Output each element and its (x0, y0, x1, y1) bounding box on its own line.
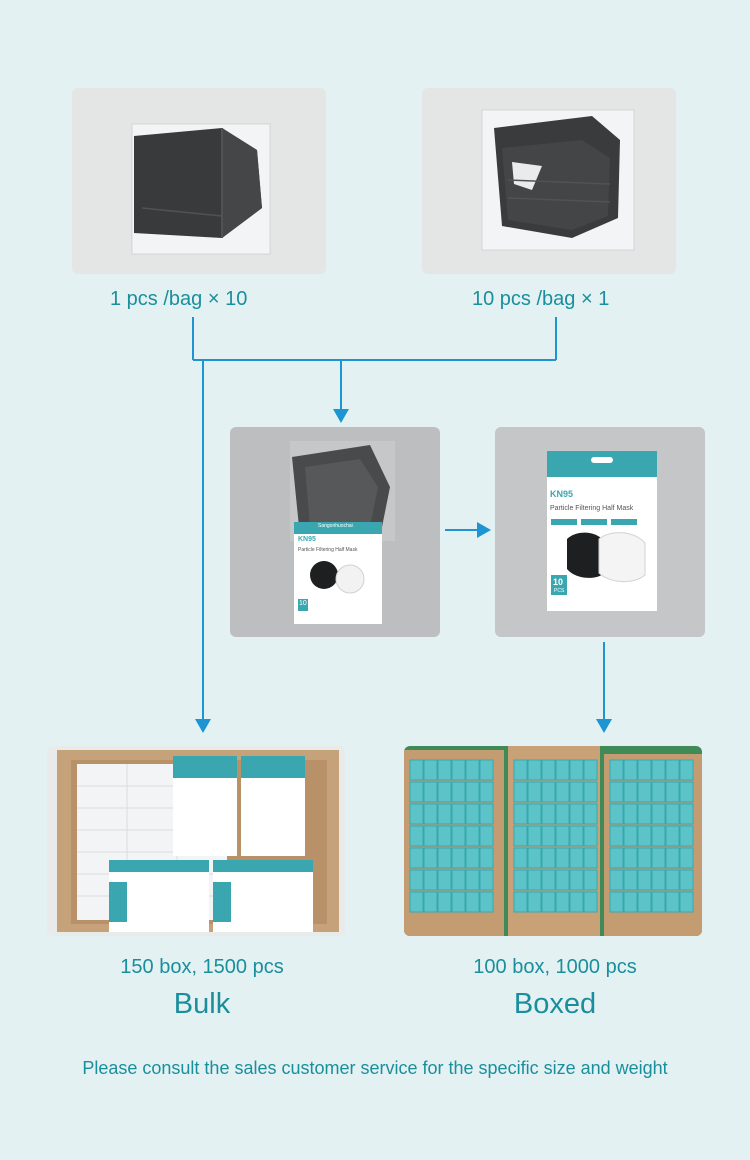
boxed-title: Boxed (513, 988, 597, 1020)
retail-box-photo: Sangonhuochai KN95 Particle Filtering Ha… (495, 427, 705, 637)
bag-with-box-photo: Sangonhuochai KN95 Particle Filtering Ha… (230, 427, 440, 637)
arrow-down-to-boxed-icon (596, 719, 612, 733)
arrow-right-icon (477, 522, 491, 538)
boxed-cartons-photo (404, 746, 702, 936)
bulk-carton-photo (47, 746, 345, 936)
retail-box-product: Particle Filtering Half Mask (550, 505, 634, 512)
bulk-quantity-caption: 150 box, 1500 pcs (120, 956, 284, 978)
boxed-quantity-caption: 100 box, 1000 pcs (473, 956, 637, 978)
retail-box-count: 10 (553, 577, 564, 587)
ten-mask-bag-photo (422, 88, 676, 274)
single-bag-quantity-label: 1 pcs /bag × 10 (110, 288, 248, 310)
retail-box-count-unit: PCS (554, 588, 565, 594)
ten-bag-quantity-label: 10 pcs /bag × 1 (472, 288, 610, 310)
retail-box-model: KN95 (550, 489, 574, 499)
retail-box-brand: Sangonhuochai (605, 482, 647, 488)
single-mask-bag-photo (72, 88, 326, 274)
arrow-down-to-bulk-icon (195, 719, 211, 733)
small-box-count: 10 (299, 600, 307, 607)
small-box-model: KN95 (298, 536, 316, 543)
small-box-brand: Sangonhuochai (318, 523, 353, 529)
bulk-title: Bulk (173, 988, 231, 1020)
arrow-down-to-box-icon (333, 409, 349, 423)
small-box-product: Particle Filtering Half Mask (298, 547, 358, 553)
footer-note: Please consult the sales customer servic… (82, 1058, 668, 1078)
